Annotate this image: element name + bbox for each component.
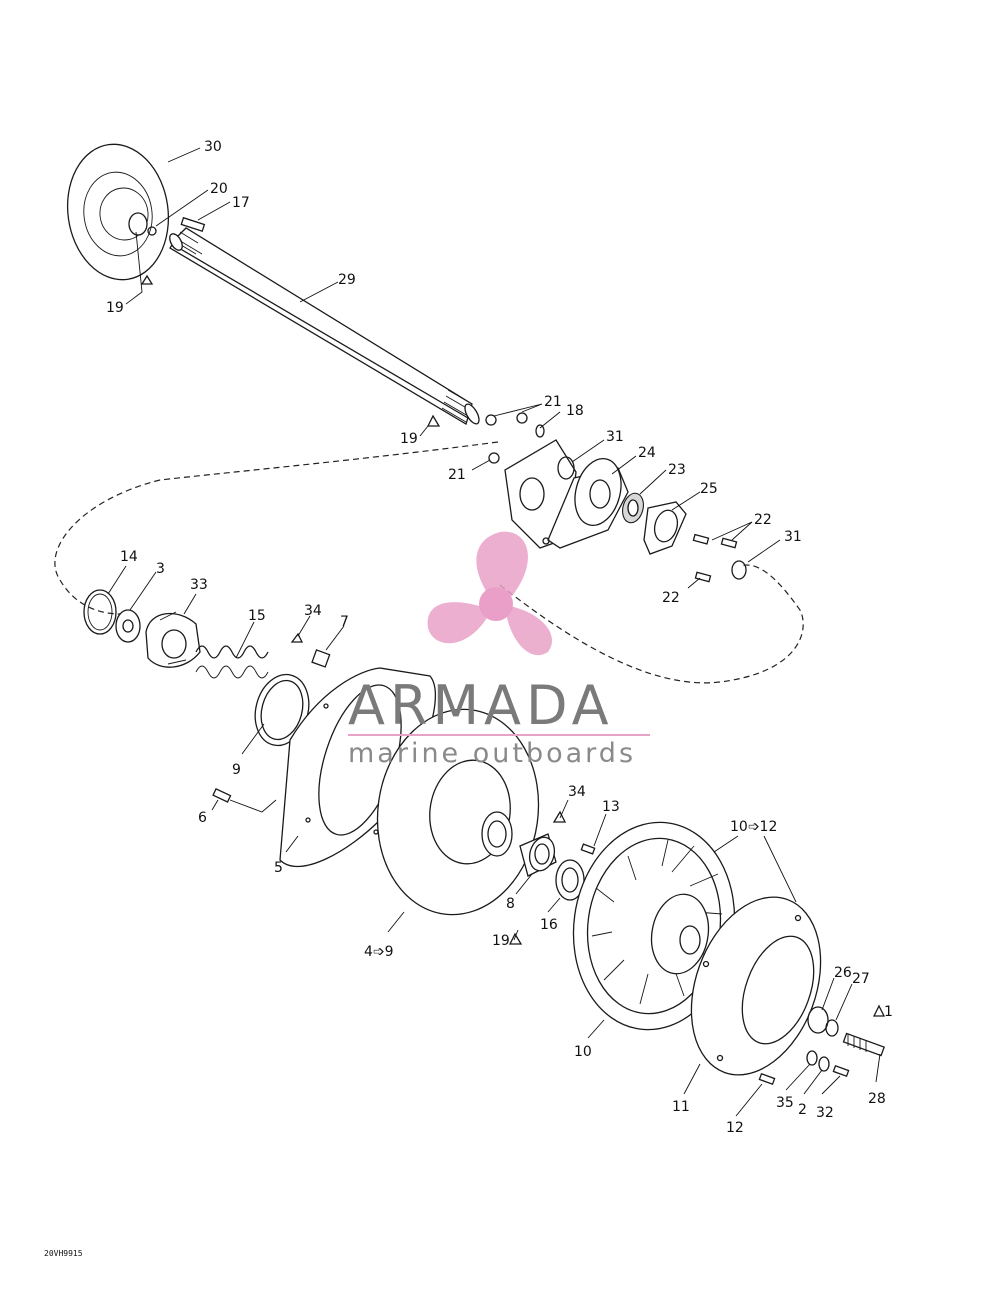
callout-27: 27: [852, 971, 870, 987]
bolt-6: [212, 788, 232, 803]
circlip-31a: [557, 456, 575, 480]
circlip-31b: [731, 560, 747, 580]
callout-8: 8: [506, 896, 515, 912]
lockwasher-18: [535, 424, 545, 438]
setscrew-19-mid: [426, 414, 441, 427]
spring-15: [195, 645, 269, 679]
key-17: [180, 216, 206, 233]
cover-11: [690, 896, 822, 1076]
bearing-23: [622, 492, 644, 524]
bolt-28: [842, 1032, 885, 1057]
propeller-hub: [479, 587, 513, 621]
callout-2: 2: [798, 1102, 807, 1118]
callout-24: 24: [638, 445, 656, 461]
callout-labels: 30 20 17 19 29 21 18 19 31 24 21 23 25 2…: [44, 139, 893, 1258]
bolts-22: [692, 533, 738, 583]
callout-28: 28: [868, 1091, 886, 1107]
callout-1: 1: [884, 1004, 893, 1020]
setscrew-1: [872, 1004, 886, 1017]
armada-propeller-logo: [427, 531, 552, 656]
callout-18: 18: [566, 403, 584, 419]
propeller-blade-left: [427, 602, 488, 644]
callout-3: 3: [156, 561, 165, 577]
callout-31: 31: [606, 429, 624, 445]
bushing-8: [519, 833, 557, 877]
callout-23: 23: [668, 462, 686, 478]
callout-6: 6: [198, 810, 207, 826]
callout-11: 11: [672, 1099, 690, 1115]
callout-5: 5: [274, 860, 283, 876]
callout-21b: 21: [448, 467, 466, 483]
callout-26: 26: [834, 965, 852, 981]
setscrew-19-top: [140, 274, 154, 285]
flange-25: [643, 501, 687, 555]
callout-19b: 19: [400, 431, 418, 447]
washer-21a: [485, 412, 528, 464]
shaft-29: [169, 227, 480, 425]
pin-13: [580, 843, 596, 855]
pin-20: [147, 226, 157, 236]
callout-33: 33: [190, 577, 208, 593]
callout-10: 10: [574, 1044, 592, 1060]
callout-15: 15: [248, 608, 266, 624]
callout-34: 34: [304, 603, 322, 619]
callout-31b: 31: [784, 529, 802, 545]
washer-27: [825, 1019, 839, 1037]
callout-21: 21: [544, 394, 562, 410]
washer-3: [115, 609, 141, 643]
driven-half-4-9: [376, 708, 540, 916]
callout-12: 12: [726, 1120, 744, 1136]
callout-30: 30: [204, 139, 222, 155]
cam-33: [145, 611, 201, 668]
drawing-code: 20VH9915: [44, 1249, 83, 1258]
belt-path-outline: [54, 441, 804, 684]
callout-35: 35: [776, 1095, 794, 1111]
callout-19: 19: [106, 300, 124, 316]
callout-20: 20: [210, 181, 228, 197]
callout-32: 32: [816, 1105, 834, 1121]
callout-16: 16: [540, 917, 558, 933]
callout-22: 22: [754, 512, 772, 528]
fixed-half-fan-10: [572, 821, 736, 1031]
watermark-subtitle: marine outboards: [348, 738, 636, 769]
callout-34b: 34: [568, 784, 586, 800]
shoe-34b: [552, 810, 567, 823]
bearing-housing-24: [504, 439, 629, 549]
callout-29: 29: [338, 272, 356, 288]
callout-4-9: 4➩9: [364, 944, 394, 960]
driven-disc-30: [66, 143, 170, 281]
callout-10-12: 10➩12: [730, 819, 777, 835]
callout-14: 14: [120, 549, 138, 565]
callout-25: 25: [700, 481, 718, 497]
shoe-34: [290, 632, 304, 643]
propeller-blade-right: [506, 606, 552, 656]
callout-22b: 22: [662, 590, 680, 606]
watermark-divider: [348, 734, 650, 736]
callout-7: 7: [340, 614, 349, 630]
setscrew-19-low: [508, 932, 523, 945]
watermark-title: ARMADA: [348, 674, 614, 737]
propeller-blade-top: [476, 531, 528, 600]
callout-13: 13: [602, 799, 620, 815]
washer-26: [807, 1006, 829, 1034]
leader-lines: [107, 147, 881, 1117]
callout-17: 17: [232, 195, 250, 211]
circlip-14: [83, 589, 117, 635]
callout-19c: 19: [492, 933, 510, 949]
callout-9: 9: [232, 762, 241, 778]
small-hardware-35-2-32-12: [758, 1050, 850, 1086]
slider-7: [311, 649, 331, 668]
